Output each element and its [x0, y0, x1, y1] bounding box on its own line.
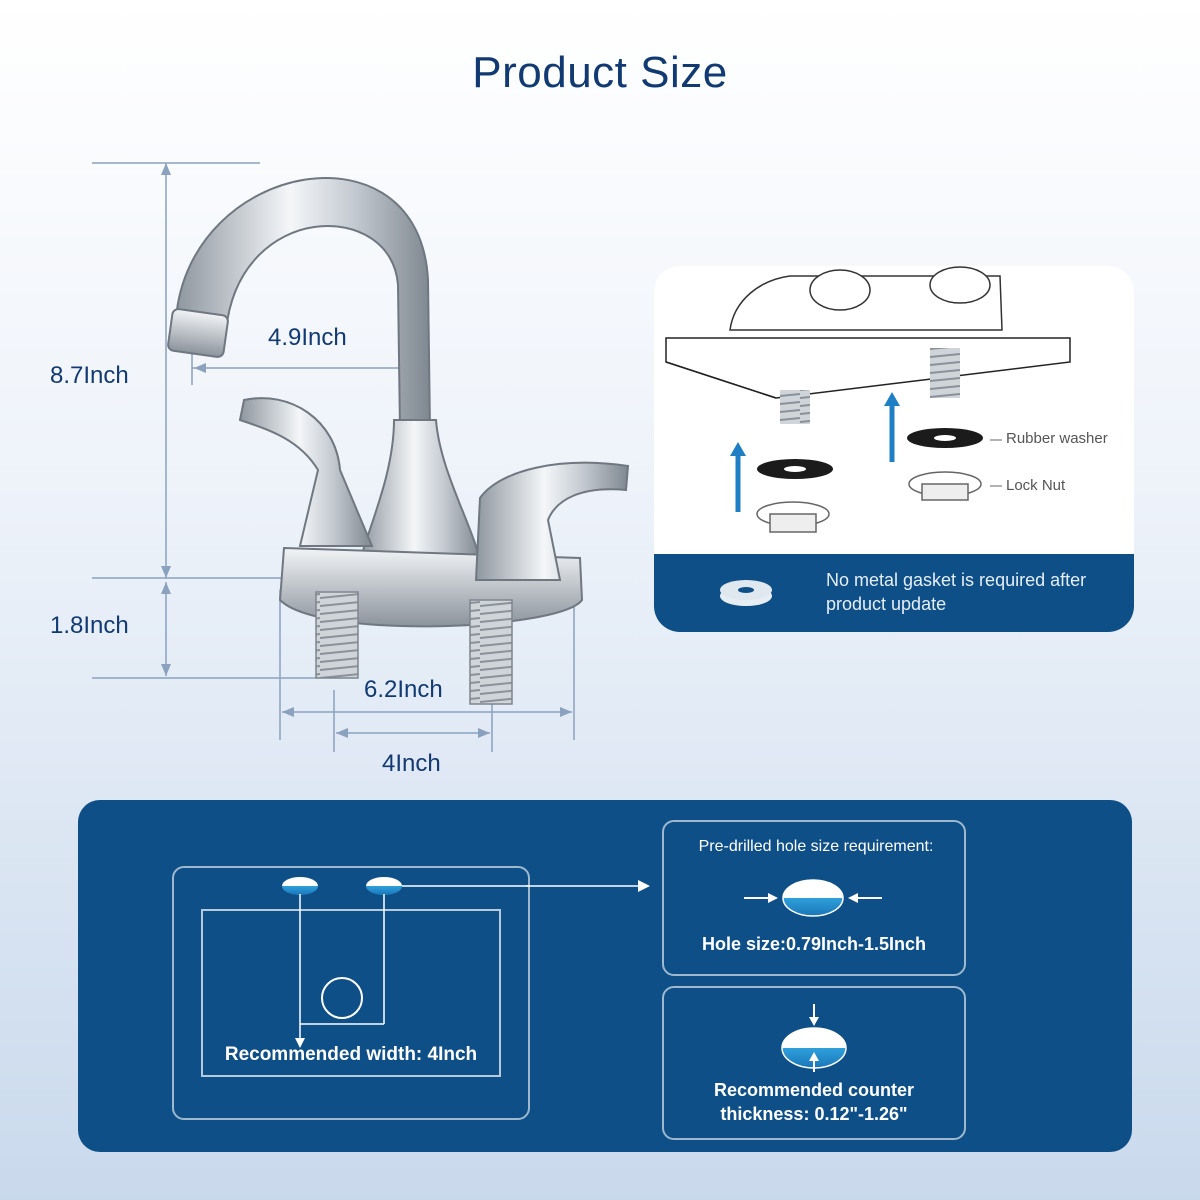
- hole-size-text: Hole size:0.79Inch-1.5Inch: [701, 934, 927, 954]
- connector-arrow: [526, 880, 650, 892]
- sink-top-view: [201, 877, 528, 1077]
- gasket-icon: [720, 580, 772, 606]
- base-width-label: 6.2Inch: [364, 676, 443, 703]
- counter-thickness-line1: Recommended counter: [713, 1080, 915, 1100]
- height-dimension-lines: [92, 162, 575, 752]
- lock-nut-label: Lock Nut: [1006, 477, 1066, 494]
- center-spacing-label: 4Inch: [382, 750, 441, 777]
- washer-note: No metal gasket is required after produc…: [826, 570, 1087, 614]
- installation-panel: Recommended width: 4Inch Pre-drilled hol…: [78, 800, 1132, 1152]
- height-total-label: 8.7Inch: [50, 362, 129, 389]
- hole-size-box: Pre-drilled hole size requirement: Hole …: [662, 820, 966, 976]
- rubber-washer-label: Rubber washer: [1006, 430, 1108, 447]
- counter-thickness-icon: [781, 1004, 847, 1072]
- counter-thickness-box: Recommended counter thickness: 0.12"-1.2…: [662, 986, 966, 1140]
- recommended-width-text: Recommended width: 4Inch: [224, 1044, 478, 1065]
- dimension-arrowheads: [161, 163, 572, 738]
- shank-length-label: 1.8Inch: [50, 612, 129, 639]
- sink-top-view-box: Recommended width: 4Inch: [172, 866, 530, 1120]
- washer-note-band: No metal gasket is required after produc…: [654, 554, 1134, 632]
- page-title: Product Size: [472, 48, 728, 97]
- washer-install-illustration: [665, 266, 1071, 533]
- hole-size-icon: [744, 879, 882, 917]
- washer-info-card-overlay: Rubber washer Lock Nut No metal gasket i…: [654, 266, 1134, 632]
- spout-reach-label: 4.9Inch: [268, 324, 347, 351]
- counter-thickness-line2: thickness: 0.12"-1.26": [720, 1104, 908, 1124]
- faucet-illustration: [167, 177, 630, 705]
- hole-requirement-title: Pre-drilled hole size requirement:: [698, 838, 934, 855]
